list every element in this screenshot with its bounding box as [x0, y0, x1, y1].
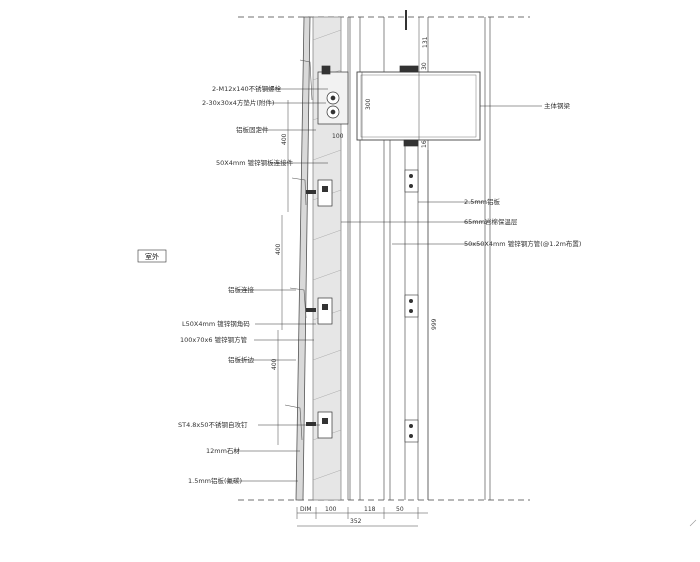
cladding-steps: [284, 59, 313, 441]
callout-insulation: 65mm岩棉保温层: [464, 217, 518, 226]
room-label-box: [137, 249, 167, 263]
bracket-bolts: [306, 186, 328, 426]
dim-352: 352: [350, 518, 362, 525]
inclined-cladding: [295, 16, 311, 501]
room-label: 室外: [145, 252, 159, 261]
tube-clip-bolts: [409, 174, 413, 438]
callout-steel-tube: 50x50X4mm 镀锌钢方管(@1.2m布置): [464, 239, 581, 248]
callout-tube: 100x70x6 镀锌钢方管: [180, 335, 248, 344]
callout-angle: L50X4mm 镀锌钢角码: [182, 319, 250, 328]
callout-panel-joint: 铝板连接: [228, 285, 255, 294]
brackets: [317, 179, 333, 439]
dim-50: 50: [396, 506, 404, 513]
callout-panel-fold: 铝板折边: [228, 355, 255, 364]
beam-connector: [317, 65, 419, 147]
main-steel-beam-inner: [360, 74, 477, 138]
callout-stone: 12mm石材: [206, 446, 240, 455]
callout-al-sheet: 2.5mm铝板: [464, 197, 501, 206]
dim-16: 16: [421, 140, 428, 148]
dim-131: 131: [422, 36, 429, 48]
dim-100-beam: 100: [332, 133, 344, 140]
callout-bolt: 2-M12x140不锈钢螺栓: [212, 84, 282, 93]
callouts-right: 主体钢梁 2.5mm铝板 65mm岩棉保温层 50x50X4mm 镀锌钢方管(@…: [464, 101, 581, 248]
tube-clips: [404, 169, 419, 443]
dim-400-b: 400: [275, 243, 282, 255]
leader-lines-left: [226, 88, 328, 482]
dimension-lines: [277, 17, 429, 527]
leader-lines-right: [341, 105, 542, 245]
callout-screw: ST4.8x50不锈钢自攻钉: [178, 420, 248, 429]
dimension-texts: 131 30 300 400 400 400 999 16 100 DIM 10…: [271, 36, 438, 525]
dim-400-a: 400: [281, 133, 288, 145]
dim-400-c: 400: [271, 358, 278, 370]
dim-300: 300: [365, 98, 372, 110]
callout-panel-fixing: 铝板固定件: [236, 125, 269, 134]
callouts-left: 2-M12x140不锈钢螺栓 2-30x30x4方垫片(附件) 铝板固定件 50…: [178, 84, 294, 485]
callout-aluminium: 1.5mm铝板(氟碳): [188, 476, 242, 485]
corner-mark: [689, 519, 697, 527]
main-steel-beam: [356, 71, 481, 141]
dim-118: 118: [364, 506, 376, 513]
dim-30: 30: [421, 62, 428, 70]
callout-steel-plate: 50X4mm 镀锌钢板连接件: [216, 158, 294, 167]
callout-washer: 2-30x30x4方垫片(附件): [202, 98, 274, 107]
dim-100-bottom: 100: [325, 506, 337, 513]
callout-main-beam: 主体钢梁: [544, 101, 571, 110]
dim-999: 999: [431, 318, 438, 330]
dim-dim: DIM: [300, 506, 312, 513]
